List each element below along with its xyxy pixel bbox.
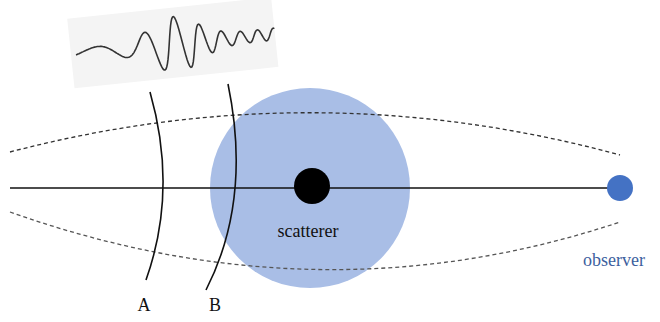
wavefront [146, 92, 163, 280]
observer-dot [607, 175, 633, 201]
beam-boundary [10, 212, 620, 270]
wavefront-label: A [138, 296, 151, 316]
scatterer-label: scatterer [278, 222, 339, 242]
observer-label: observer [583, 251, 645, 271]
waveform-inset [67, 0, 278, 88]
scatterer-dot [294, 168, 330, 204]
wavefront-label: B [209, 296, 221, 316]
wavefront [206, 84, 236, 290]
beam-boundary [10, 113, 620, 155]
